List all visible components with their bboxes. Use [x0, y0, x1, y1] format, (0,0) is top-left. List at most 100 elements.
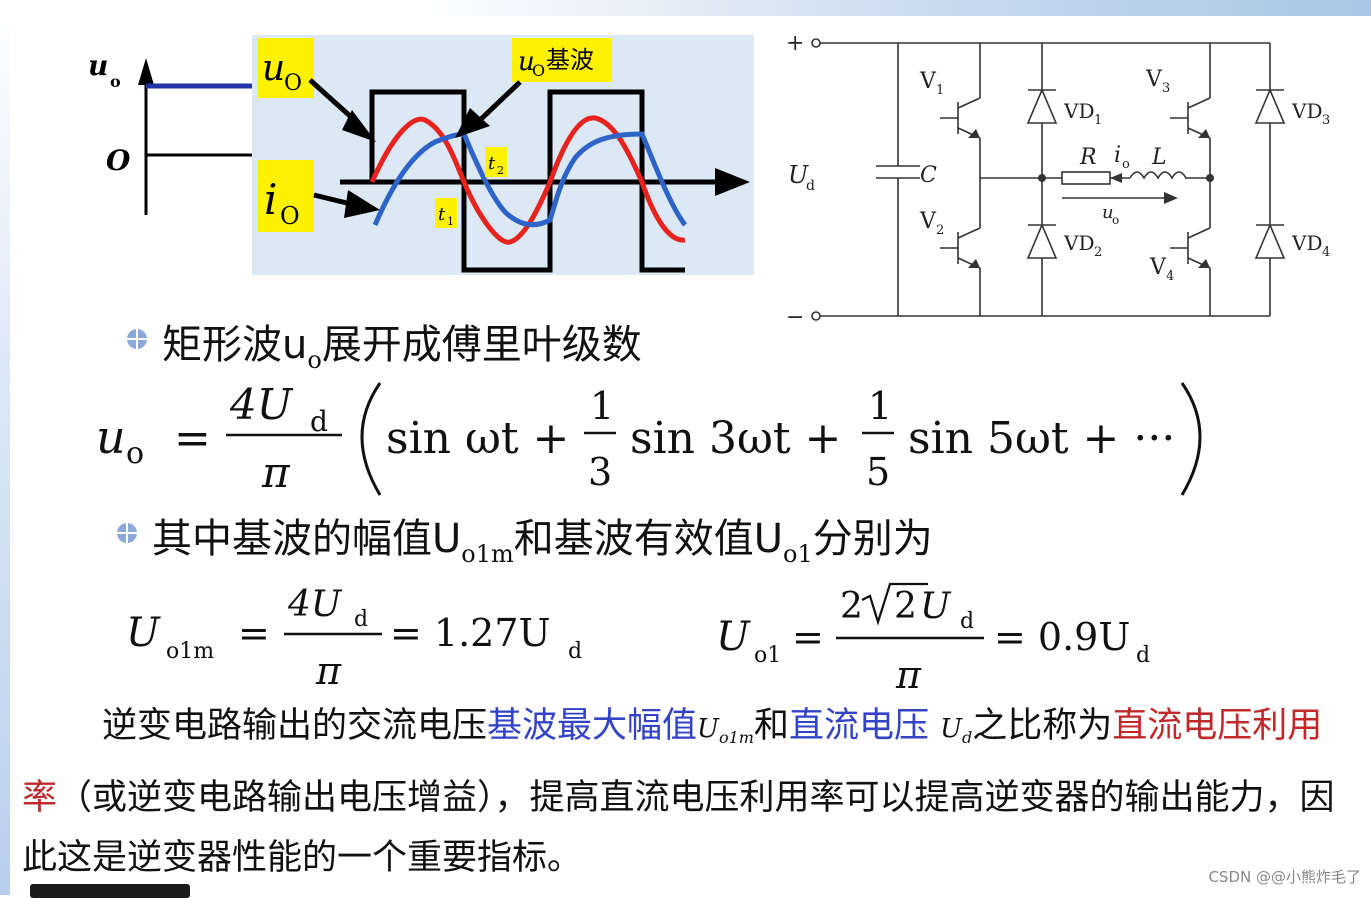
fourier-lhs-sub: o — [126, 436, 144, 471]
eq-left-den: π — [315, 649, 342, 693]
dc-utilization-paragraph: 逆变电路输出的交流电压基波最大幅值Uo1m和直流电压 Ud之比称为直流电压利用率… — [22, 696, 1352, 888]
circuit-v1-sub: 1 — [936, 83, 944, 98]
waveform-fundamental-curve — [369, 115, 686, 245]
para-var-uo1m-base: U — [697, 714, 719, 744]
fund-label-sub: O — [532, 61, 545, 80]
para-var-ud-base: U — [940, 714, 963, 744]
bullet-1-sub: o — [307, 346, 322, 374]
fourier-den: π — [261, 448, 291, 497]
uo-label-bg — [258, 38, 314, 98]
para-text-1: 逆变电路输出的交流电压 — [102, 706, 488, 746]
t2-sub: 2 — [497, 164, 504, 177]
bullet-2-sub1: o1m — [461, 540, 514, 568]
fourier-f1-num: 1 — [590, 384, 614, 428]
para-text-3: 之比称为 — [972, 706, 1113, 746]
para-var-uo1m-sub: o1m — [718, 728, 754, 748]
fourier-f2-num: 1 — [868, 384, 892, 428]
para-var-uo1m: Uo1m — [697, 714, 754, 748]
t1-label-bg — [435, 198, 457, 228]
fourier-term3: sin 5ωt + ··· — [908, 413, 1175, 464]
para-fundamental-max-amplitude: 基波最大幅值 — [487, 706, 698, 746]
bullet-2-mid: 和基波有效值U — [513, 516, 784, 562]
circuit-uo: u — [1102, 202, 1114, 223]
eq-left-rhs: = 1.27U — [390, 611, 551, 655]
circuit-vd3: VD — [1291, 99, 1322, 123]
fourier-num: 4U — [229, 380, 294, 429]
circuit-ud-sub: d — [806, 178, 815, 194]
io-label-sub: O — [280, 202, 300, 230]
eq-right-eq: = — [792, 615, 824, 659]
eq-right-num-post: U — [920, 586, 952, 627]
bullet-2-sub2: o1 — [783, 540, 813, 568]
circuit-v2: V — [919, 209, 937, 234]
circuit-vd2-sub: 2 — [1094, 245, 1102, 260]
circuit-vd3-sub: 3 — [1322, 113, 1330, 128]
uo-label: u — [262, 48, 285, 89]
slide-left-strip — [0, 0, 10, 895]
waveform-time-arrow — [715, 168, 750, 196]
para-dc-voltage: 直流电压 — [788, 706, 929, 746]
circuit-vd4-sub: 4 — [1322, 245, 1330, 260]
io-pointer-arrow — [344, 190, 380, 218]
fund-label-u: u — [518, 47, 535, 77]
fourier-f2-den: 5 — [866, 450, 890, 494]
fund-pointer-arrow — [455, 108, 490, 138]
fund-label-text: 基波 — [546, 46, 594, 74]
bullet-2-text: 其中基波的幅值Uo1m和基波有效值Uo1分别为 — [152, 506, 933, 568]
bullet-2-pre: 其中基波的幅值U — [152, 516, 462, 562]
eq-left-rhs-sub: d — [568, 639, 582, 664]
eq-left-num: 4U — [287, 584, 343, 625]
circuit-c: C — [920, 163, 937, 188]
slide-header-band — [0, 0, 1371, 16]
circuit-uo-sub: o — [1112, 213, 1119, 227]
uo-label-sub: O — [284, 71, 302, 96]
circuit-v2-sub: 2 — [936, 223, 944, 238]
waveform-origin-label: O — [106, 144, 131, 177]
circuit-v1: V — [919, 69, 937, 94]
eq-right-sqrt-sign — [861, 582, 928, 626]
para-text-4: （或逆变电路输出电压增益），提高直流电压利用率可以提高逆变器的输出能力，因此这是… — [22, 778, 1335, 879]
fundamental-equations: U o1m = 4U d π = 1.27U d U o1 = 2 2 U d … — [126, 582, 1150, 696]
circuit-l: L — [1151, 145, 1167, 170]
eq-right-lhs-sub: o1 — [754, 643, 781, 668]
waveform-figure: u o O t 1 t 2 u O i O u O 基波 — [88, 35, 754, 275]
fourier-series-equation: u o = 4U d π sin ωt + 1 3 sin 3ωt + 1 5 … — [96, 380, 1202, 497]
t1-sub: 1 — [447, 215, 454, 228]
eq-right-lhs: U — [716, 614, 751, 660]
circuit-v3-sub: 3 — [1162, 81, 1170, 96]
para-text-2: 和 — [753, 706, 789, 746]
io-label-bg — [258, 160, 314, 232]
bullet-2-post: 分别为 — [812, 516, 933, 562]
para-var-ud-sub: d — [962, 728, 973, 748]
eq-left-eq: = — [238, 611, 270, 655]
fourier-term2: sin 3ωt + — [630, 413, 841, 464]
bullet-1-text: 矩形波uo展开成傅里叶级数 — [162, 312, 642, 374]
bullet-1-icon — [127, 329, 147, 349]
circuit-vd4: VD — [1291, 231, 1322, 255]
circuit-v3: V — [1145, 67, 1163, 92]
waveform-uo-axis-label: u — [88, 49, 108, 82]
fund-pointer-line — [478, 80, 522, 122]
fund-label-bg — [512, 38, 612, 82]
eq-right-den: π — [895, 653, 922, 696]
inverter-circuit: + − U d C V 1 V 2 V 3 V 4 VD 1 VD 2 VD 3… — [786, 31, 1330, 328]
circuit-r: R — [1079, 145, 1097, 170]
circuit-vd2: VD — [1063, 231, 1094, 255]
circuit-io-sub: o — [1122, 157, 1130, 172]
waveform-axis-arrow — [138, 58, 154, 85]
circuit-io: i — [1114, 143, 1121, 168]
circuit-vd1-sub: 1 — [1094, 113, 1102, 128]
t1-label: t — [438, 204, 446, 225]
io-label: i — [264, 175, 277, 224]
t2-label-bg — [485, 147, 507, 177]
eq-right-rhs-sub: d — [1136, 643, 1150, 668]
circuit-ud: U — [788, 161, 809, 189]
eq-left-lhs: U — [126, 610, 161, 656]
circuit-v4: V — [1149, 255, 1167, 280]
csdn-watermark: CSDN @@小熊炸毛了 — [1208, 868, 1361, 886]
fourier-right-paren — [1180, 382, 1202, 496]
bottom-cut-off-text — [30, 884, 190, 898]
eq-right-num-pre: 2 — [840, 586, 863, 627]
bullet-1-pre: 矩形波u — [162, 322, 308, 368]
fourier-term1: sin ωt + — [386, 413, 569, 464]
